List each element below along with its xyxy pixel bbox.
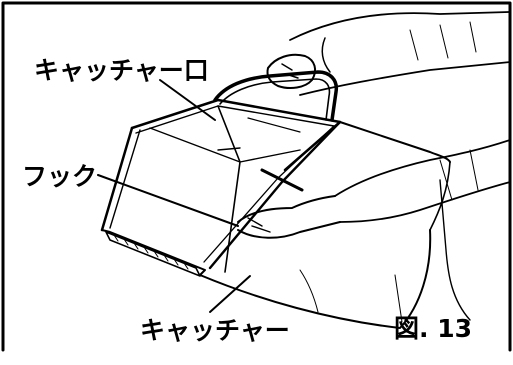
label-catcher: キャッチャー: [140, 316, 290, 345]
figure-border: [1, 1, 512, 352]
leader-line-hook: [97, 174, 239, 227]
label-hook: フック: [22, 162, 98, 191]
figure-number: 図. 13: [394, 314, 472, 343]
leader-line-mouth: [159, 79, 216, 121]
leader-line-catcher: [209, 275, 251, 313]
label-catcher-mouth: キャッチャー口: [34, 56, 209, 85]
